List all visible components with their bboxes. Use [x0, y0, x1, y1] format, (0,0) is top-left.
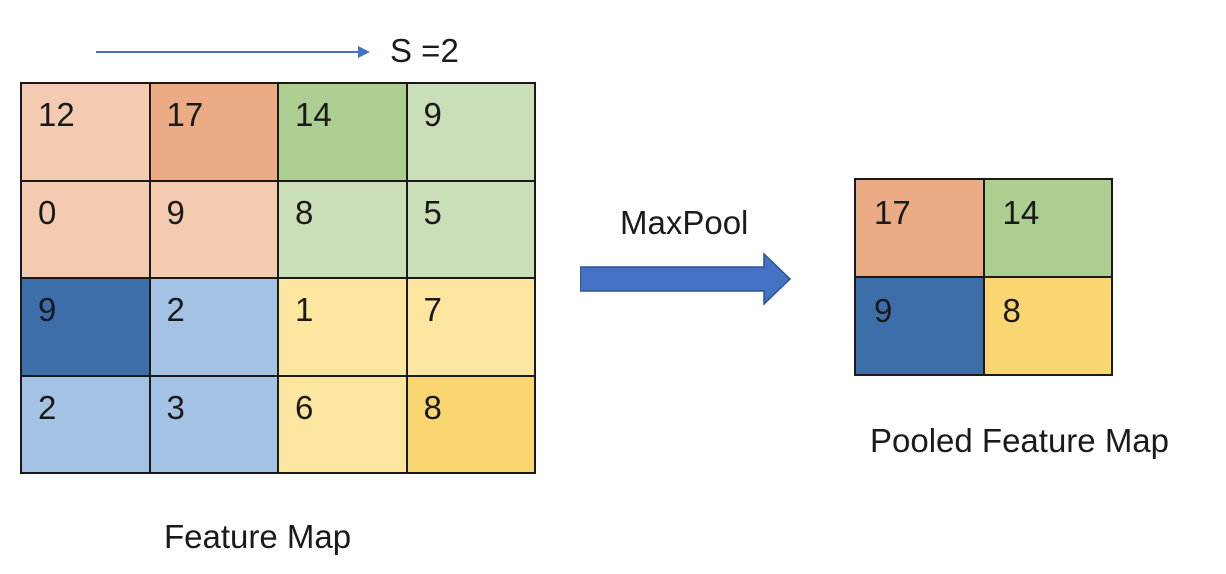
maxpool-label: MaxPool	[620, 204, 749, 241]
feature-cell: 9	[407, 84, 536, 182]
pooled-cell: 14	[984, 180, 1113, 278]
feature-cell: 8	[407, 376, 536, 474]
feature-cell: 9	[150, 181, 279, 279]
feature-cell: 3	[150, 376, 279, 474]
feature-cell: 5	[407, 181, 536, 279]
pooled-cell: 8	[984, 278, 1113, 376]
maxpool-arrow	[580, 252, 792, 306]
feature-cell: 14	[279, 84, 408, 182]
stride-arrow	[96, 46, 370, 58]
feature-map-caption: Feature Map	[164, 518, 352, 555]
stride-label: S =2	[390, 32, 459, 69]
pooled-map-grid: 17 14 9 8	[854, 178, 1113, 376]
feature-cell: 2	[22, 376, 151, 474]
feature-cell: 2	[150, 279, 279, 377]
pooled-cell: 17	[856, 180, 985, 278]
feature-cell: 17	[150, 84, 279, 182]
feature-map-grid: 12 17 14 9 0 9 8 5 9 2 1 7 2 3 6 8	[20, 82, 536, 474]
feature-cell: 6	[279, 376, 408, 474]
feature-cell: 8	[279, 181, 408, 279]
feature-cell: 12	[22, 84, 151, 182]
pooled-map-caption: Pooled Feature Map	[870, 422, 1170, 459]
feature-cell: 7	[407, 279, 536, 377]
feature-cell: 0	[22, 181, 151, 279]
feature-cell: 1	[279, 279, 408, 377]
feature-cell: 9	[22, 279, 151, 377]
pooled-cell: 9	[856, 278, 985, 376]
